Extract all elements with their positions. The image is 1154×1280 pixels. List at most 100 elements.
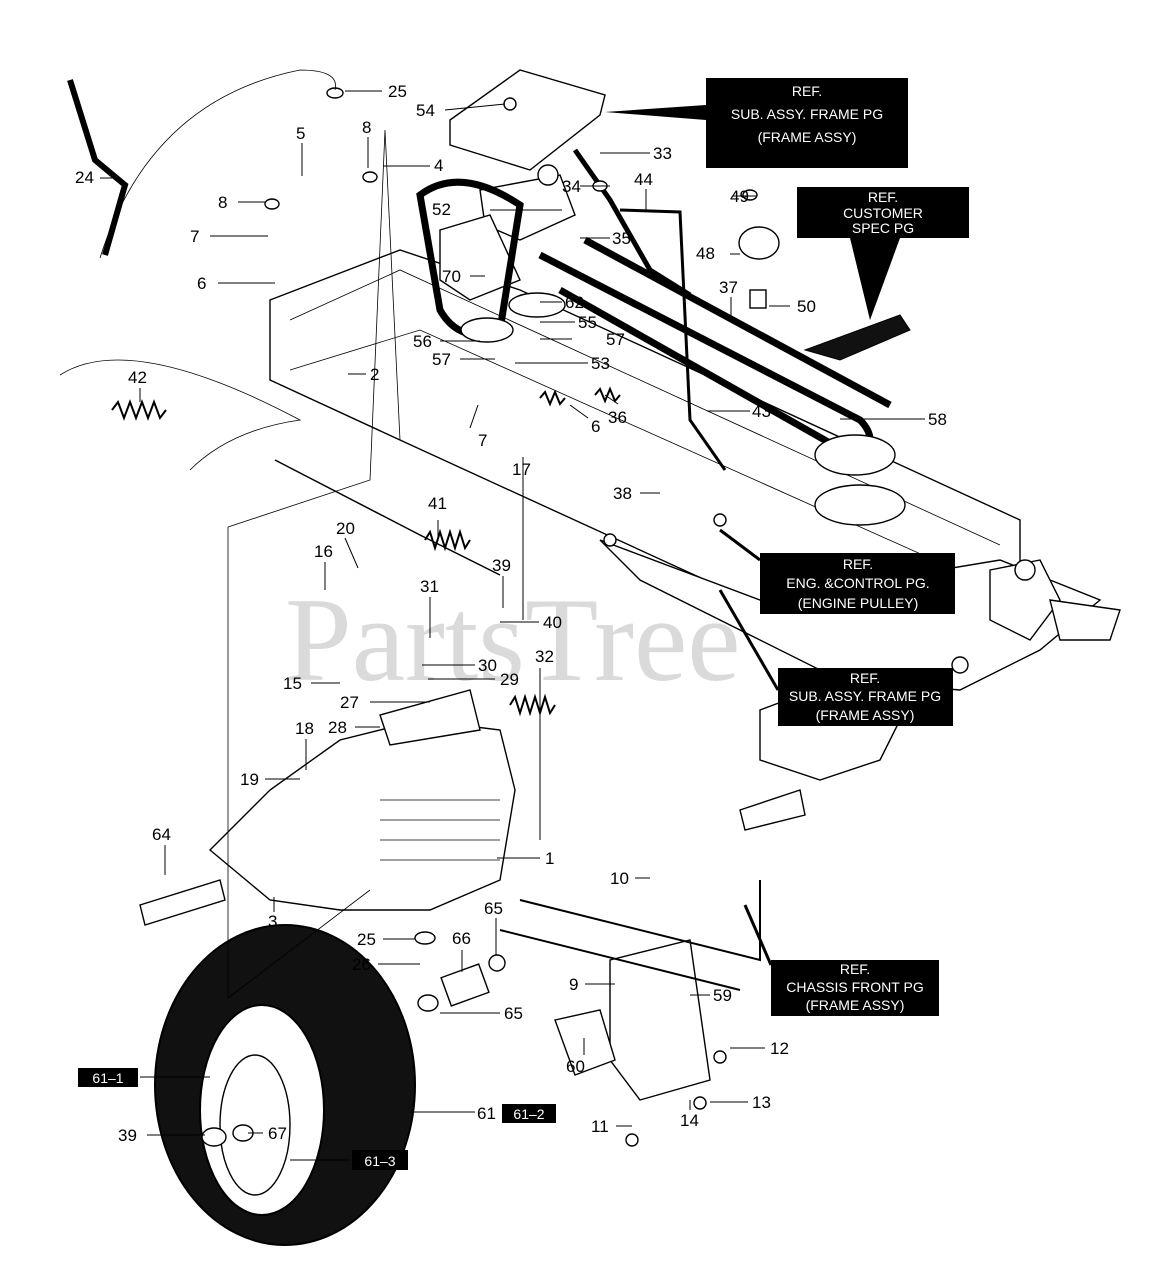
callout-40[interactable]: 40 — [543, 613, 562, 632]
callout-70[interactable]: 70 — [442, 267, 461, 286]
callout-52[interactable]: 52 — [432, 200, 451, 219]
callout-6[interactable]: 6 — [591, 417, 600, 436]
callout-15[interactable]: 15 — [283, 674, 302, 693]
ref-engine-box[interactable]: REF. ENG. &CONTROL PG. (ENGINE PULLEY) — [719, 528, 955, 614]
callout-16[interactable]: 16 — [314, 542, 333, 561]
callout-17[interactable]: 17 — [512, 460, 531, 479]
svg-text:61–2: 61–2 — [513, 1106, 544, 1122]
callout-37[interactable]: 37 — [719, 278, 738, 297]
callout-35[interactable]: 35 — [612, 229, 631, 248]
callout-31[interactable]: 31 — [420, 577, 439, 596]
callout-4[interactable]: 4 — [434, 156, 443, 175]
callout-8[interactable]: 8 — [218, 193, 227, 212]
rods — [67, 79, 727, 576]
callout-66[interactable]: 66 — [452, 929, 471, 948]
callout-numbers: 25 54 5 8 4 24 8 7 6 33 34 44 49 52 35 4… — [75, 82, 947, 1145]
callout-34[interactable]: 34 — [562, 177, 581, 196]
callout-62[interactable]: 62 — [565, 293, 584, 312]
callout-20[interactable]: 20 — [336, 519, 355, 538]
callout-38[interactable]: 38 — [613, 484, 632, 503]
callout-53[interactable]: 53 — [591, 354, 610, 373]
callout-30[interactable]: 30 — [478, 656, 497, 675]
callout-26[interactable]: 26 — [352, 955, 371, 974]
callout-64[interactable]: 64 — [152, 825, 171, 844]
ref-line: REF. — [792, 83, 822, 99]
callout-43[interactable]: 43 — [752, 402, 771, 421]
badge-61-3[interactable]: 61–3 — [352, 1150, 408, 1170]
top-bracket-plate — [439, 69, 606, 301]
callout-55[interactable]: 55 — [578, 313, 597, 332]
callout-39[interactable]: 39 — [492, 556, 511, 575]
ref-customer-box[interactable]: REF. CUSTOMER SPEC PG — [797, 187, 969, 320]
watermark-text: PartsTree — [285, 573, 741, 706]
ref-frame-mid-box[interactable]: REF. SUB. ASSY. FRAME PG (FRAME ASSY) — [718, 589, 953, 726]
ref-line: ENG. &CONTROL PG. — [786, 575, 929, 591]
assembly-outline — [59, 69, 401, 999]
svg-text:61–1: 61–1 — [92, 1070, 123, 1086]
front-axle-bracket — [499, 880, 761, 1147]
callout-25[interactable]: 25 — [388, 82, 407, 101]
callout-58[interactable]: 58 — [928, 410, 947, 429]
callout-65[interactable]: 65 — [484, 899, 503, 918]
callout-19[interactable]: 19 — [240, 770, 259, 789]
callout-2[interactable]: 2 — [370, 365, 379, 384]
callout-27[interactable]: 27 — [340, 693, 359, 712]
callout-61[interactable]: 61 — [477, 1104, 496, 1123]
callout-44[interactable]: 44 — [634, 170, 653, 189]
ref-line: REF. — [840, 961, 870, 977]
callout-32[interactable]: 32 — [535, 647, 554, 666]
seat-wedge — [803, 314, 911, 361]
ref-line: CHASSIS FRONT PG — [786, 979, 923, 995]
ref-line: (FRAME ASSY) — [806, 997, 905, 1013]
callout-36[interactable]: 36 — [608, 408, 627, 427]
ref-line: SUB. ASSY. FRAME PG — [731, 106, 883, 122]
rear-tire — [154, 924, 416, 1246]
callout-9[interactable]: 9 — [569, 975, 578, 994]
callout-7[interactable]: 7 — [190, 227, 199, 246]
callout-54[interactable]: 54 — [416, 101, 435, 120]
springs — [111, 386, 621, 717]
ref-line: SPEC PG — [852, 220, 914, 236]
callout-24[interactable]: 24 — [75, 168, 94, 187]
badge-61-1[interactable]: 61–1 — [78, 1068, 138, 1087]
ref-frame-top-box[interactable]: REF. SUB. ASSY. FRAME PG (FRAME ASSY) — [605, 78, 908, 168]
callout-50[interactable]: 50 — [797, 297, 816, 316]
callout-18[interactable]: 18 — [295, 719, 314, 738]
callout-28[interactable]: 28 — [328, 718, 347, 737]
ref-line: (ENGINE PULLEY) — [798, 595, 919, 611]
callout-49[interactable]: 49 — [730, 187, 749, 206]
callout-11[interactable]: 11 — [591, 1117, 609, 1136]
badge-61-2[interactable]: 61–2 — [502, 1104, 556, 1123]
callout-42[interactable]: 42 — [128, 368, 147, 387]
callout-59[interactable]: 59 — [713, 986, 732, 1005]
callout-65[interactable]: 65 — [504, 1004, 523, 1023]
callout-10[interactable]: 10 — [610, 869, 629, 888]
ref-line: REF. — [850, 670, 880, 686]
callout-25[interactable]: 25 — [357, 930, 376, 949]
callout-13[interactable]: 13 — [752, 1093, 771, 1112]
callout-48[interactable]: 48 — [696, 244, 715, 263]
callout-67[interactable]: 67 — [268, 1124, 287, 1143]
callout-57[interactable]: 57 — [432, 350, 451, 369]
callout-56[interactable]: 56 — [413, 332, 432, 351]
hardware — [264, 87, 767, 1012]
callout-60[interactable]: 60 — [566, 1057, 585, 1076]
callout-8[interactable]: 8 — [362, 118, 371, 137]
callout-29[interactable]: 29 — [500, 670, 519, 689]
callout-57[interactable]: 57 — [606, 330, 625, 349]
svg-text:61–3: 61–3 — [364, 1153, 395, 1169]
callout-6[interactable]: 6 — [197, 274, 206, 293]
ref-line: (FRAME ASSY) — [816, 707, 915, 723]
callout-3[interactable]: 3 — [268, 912, 277, 931]
callout-14[interactable]: 14 — [680, 1111, 699, 1130]
callout-12[interactable]: 12 — [770, 1039, 789, 1058]
callout-7[interactable]: 7 — [478, 431, 487, 450]
ref-chassis-box[interactable]: REF. CHASSIS FRONT PG (FRAME ASSY) — [743, 904, 939, 1016]
callout-1[interactable]: 1 — [545, 849, 554, 868]
callout-33[interactable]: 33 — [653, 144, 672, 163]
callout-39[interactable]: 39 — [118, 1126, 137, 1145]
callout-41[interactable]: 41 — [428, 494, 447, 513]
callout-5[interactable]: 5 — [296, 124, 305, 143]
ref-line: REF. — [843, 556, 873, 572]
